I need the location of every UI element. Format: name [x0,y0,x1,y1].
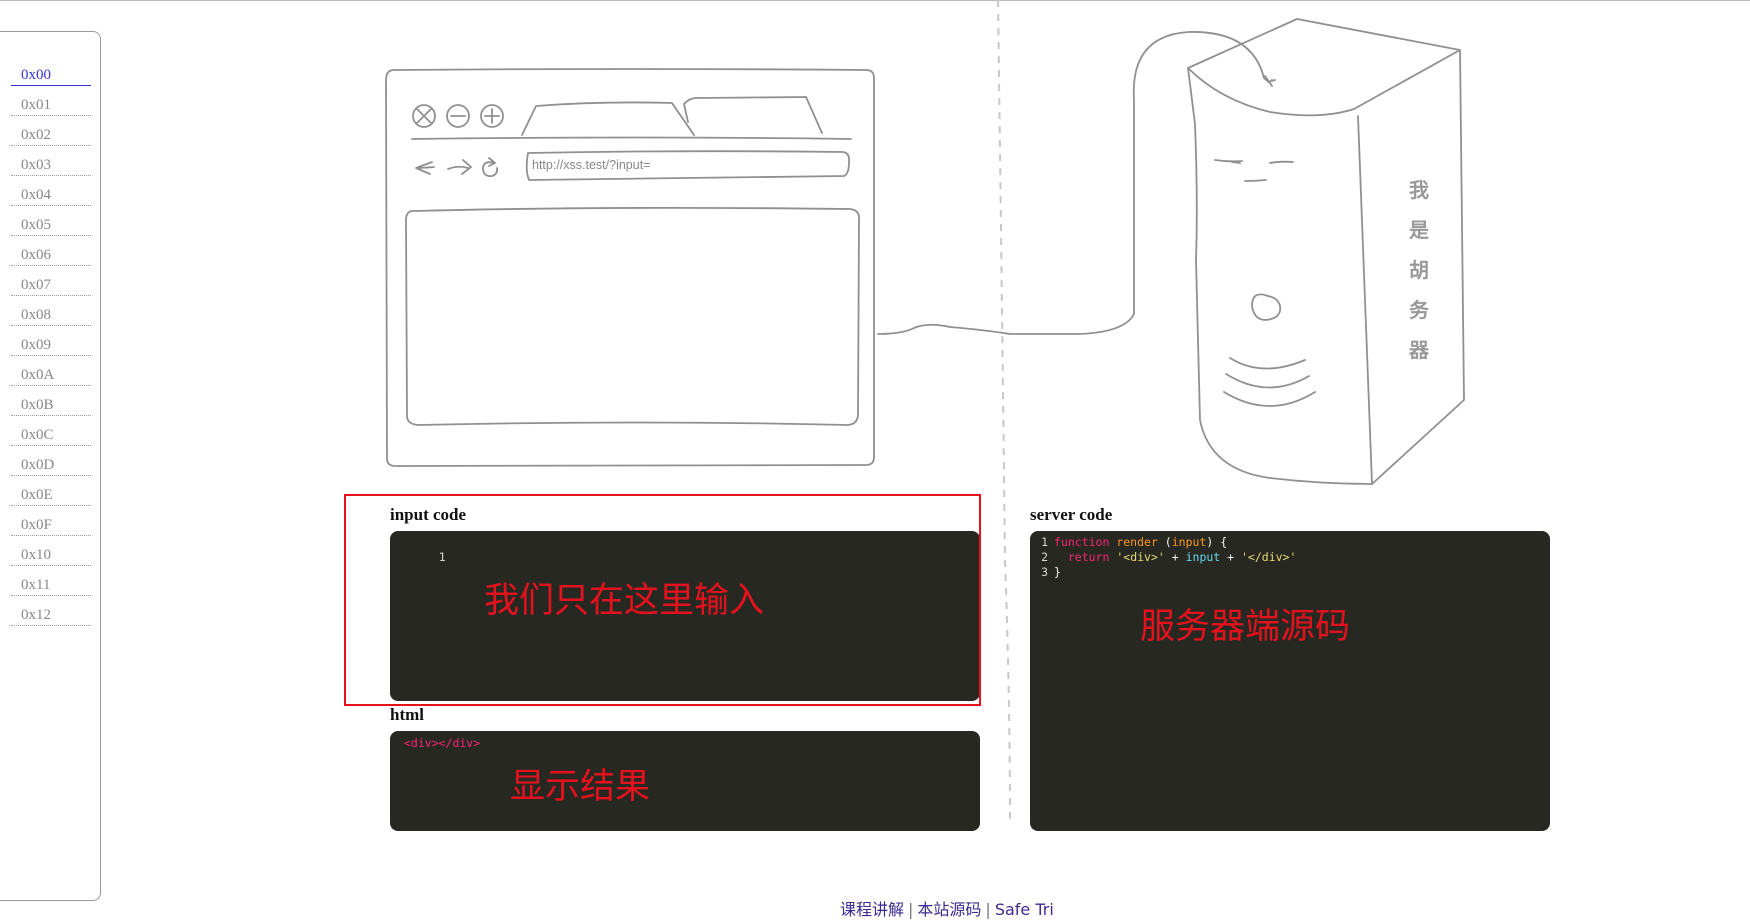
nav-item-0x04[interactable]: 0x04 [11,176,91,206]
footer-separator: | [908,900,914,919]
nav-item-0x0b[interactable]: 0x0B [11,386,91,416]
footer-links: 课程讲解|本站源码|Safe Tri [840,896,1054,920]
forward-arrow-icon [447,159,472,175]
nav-item-0x02[interactable]: 0x02 [11,116,91,146]
nav-item-0x00[interactable]: 0x00 [11,56,91,86]
network-cable [877,31,1273,335]
server-label-char: 是 [1409,218,1429,242]
result-annotation: 显示结果 [510,767,651,807]
server-label-char: 务 [1409,298,1429,322]
html-output-panel: <div></div> [390,731,980,831]
html-output-code: <div></div> [404,736,481,750]
top-border [0,0,1750,1]
browser-tab-2 [683,96,823,134]
maximize-circle-icon [480,104,504,128]
nav-item-0x0c[interactable]: 0x0C [11,416,91,446]
server-side-face [1371,49,1465,485]
nav-item-0x09[interactable]: 0x09 [11,326,91,356]
dashed-divider [997,0,1011,821]
nav-item-0x0d[interactable]: 0x0D [11,446,91,476]
input-annotation: 我们只在这里输入 [484,581,765,621]
server-code-line: 2 return '<div>' + input + '</div>' [1041,550,1297,564]
nav-item-0x0e[interactable]: 0x0E [11,476,91,506]
footer-link[interactable]: 课程讲解 [840,900,905,919]
server-label-char: 胡 [1409,258,1429,282]
nav-item-0x07[interactable]: 0x07 [11,266,91,296]
editor-line-number: 1 [438,550,446,564]
nav-item-0x06[interactable]: 0x06 [11,236,91,266]
server-top-face [1187,18,1461,117]
server-code-title: server code [1030,505,1113,524]
server-code-line: 3} [1041,565,1061,579]
nav-item-0x12[interactable]: 0x12 [11,596,91,626]
nav-item-0x03[interactable]: 0x03 [11,146,91,176]
minimize-circle-icon [446,104,470,128]
browser-tab-1 [521,101,695,136]
footer-link[interactable]: Safe Tri [994,900,1054,919]
server-annotation: 服务器端源码 [1140,607,1351,647]
server-label-char: 器 [1409,338,1429,362]
back-arrow-icon [415,161,435,175]
input-code-title: input code [390,505,467,524]
input-highlight-box [344,494,981,706]
nav-item-0x11[interactable]: 0x11 [11,566,91,596]
nav-item-0x01[interactable]: 0x01 [11,86,91,116]
nav-item-0x08[interactable]: 0x08 [11,296,91,326]
address-bar-outline [525,150,851,181]
browser-window-frame [385,68,875,467]
server-label: 我是胡务器 [1404,170,1434,370]
address-bar-url: http://xss.test/?input= [532,158,651,172]
reload-icon [482,157,499,177]
nav-item-0x10[interactable]: 0x10 [11,536,91,566]
server-label-char: 我 [1409,178,1429,202]
nav-item-0x05[interactable]: 0x05 [11,206,91,236]
nav-item-0x0a[interactable]: 0x0A [11,356,91,386]
browser-content-area [405,206,860,426]
nav-item-0x0f[interactable]: 0x0F [11,506,91,536]
footer-link[interactable]: 本站源码 [917,900,982,919]
html-title: html [390,705,424,724]
footer-separator: | [985,900,991,919]
server-front-face [1187,67,1373,485]
close-circle-icon [412,104,436,128]
input-code-editor[interactable]: 1 [390,531,980,701]
server-mouth [1251,293,1282,321]
